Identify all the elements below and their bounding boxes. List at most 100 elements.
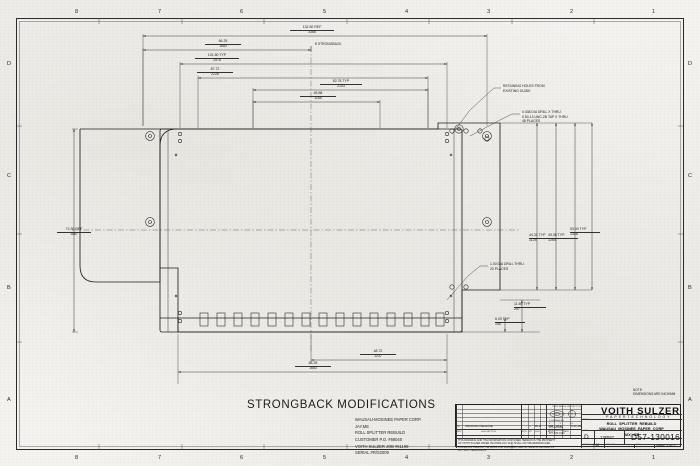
company-subtitle: PAPERTECHNOLOGY — [606, 415, 672, 419]
drawing-caption: STRONGBACK MODIFICATIONS — [247, 399, 436, 411]
rev-header-rev: REV — [457, 430, 462, 433]
sheet-number: SHEET 1 OF 5 — [656, 443, 676, 448]
leader-note-strongback-centerline: € STRONGBACK — [315, 42, 342, 46]
third-angle-projection-icon — [549, 409, 577, 419]
rev-header-description: DESCRIPTION — [481, 430, 496, 433]
rev-row-description: ORIGINAL RELEASE — [465, 424, 493, 429]
zone-label-top-7: 7 — [158, 9, 162, 15]
zone-label-bottom-6: 6 — [240, 455, 244, 461]
scan-artifact — [486, 418, 489, 419]
strongback-plate-outline — [79, 122, 501, 333]
scan-artifact-2 — [196, 318, 197, 320]
rev-header-by: BY — [529, 430, 532, 433]
rev-header-date: DATE — [563, 430, 569, 433]
rev-header-apvd: APVD — [548, 430, 554, 433]
zone-label-top-1: 1 — [652, 9, 656, 15]
rev-row-chk: JTB — [548, 424, 554, 429]
zone-label-left-D: D — [7, 61, 12, 67]
dimension-lines-left — [72, 128, 78, 333]
dimension-lines-bottom — [177, 334, 448, 384]
right-edge-hole-pairs — [444, 132, 453, 323]
dimension-lines-right — [462, 122, 593, 333]
code-label: CODE IDENT NO. — [596, 430, 614, 433]
left-edge-hole-pairs — [174, 132, 183, 323]
tol-row-0-c3: 2.5 — [570, 423, 573, 425]
sheet-note-units: NOTE: DIMENSIONS ARE INCH/MM — [633, 388, 676, 397]
zone-label-bottom-8: 8 — [75, 455, 79, 461]
dimension-lines-top — [142, 34, 488, 128]
company-name: VOITH SULZER — [601, 405, 680, 417]
zone-label-right-D: D — [688, 61, 693, 67]
plate-rails — [167, 129, 455, 332]
retaining-hole-row — [449, 128, 490, 290]
code-ident-number: 136557 — [600, 435, 614, 440]
projection-label: THIRD ANGLE PROJECTION — [552, 405, 582, 408]
scale-value: 1:18 — [593, 443, 600, 448]
corner-hole-group — [145, 124, 492, 227]
zone-label-bottom-7: 7 — [158, 455, 162, 461]
zone-label-top-2: 2 — [570, 9, 574, 15]
zone-label-left-B: B — [7, 285, 11, 291]
rev-header-ecn: ECN — [522, 430, 527, 433]
rev-row-date: 6-21-99 — [571, 424, 581, 429]
sheet-size: D — [584, 433, 589, 441]
zone-label-bottom-2: 2 — [570, 455, 574, 461]
tolerance-header: TOLERANCES — [549, 419, 564, 422]
drawing-number: D57-130016 — [631, 433, 681, 442]
zone-label-top-6: 6 — [240, 9, 244, 15]
zone-label-top-5: 5 — [323, 9, 327, 15]
zone-label-right-B: B — [688, 285, 692, 291]
job-info-block: WAUSAU-MOSINEE PAPER CORP. JAY,ME ROLL S… — [355, 417, 422, 456]
zone-label-right-C: C — [688, 173, 693, 179]
scale-label: SCALE — [583, 444, 591, 447]
zone-label-bottom-3: 3 — [487, 455, 491, 461]
border-ticks-top — [16, 18, 684, 450]
zone-label-left-A: A — [7, 397, 11, 403]
title-label: TITLE — [583, 419, 589, 422]
slot-row — [199, 312, 445, 327]
rev-row-apvd: RTK — [556, 424, 562, 429]
rev-row-by: RLH — [535, 424, 541, 429]
title-block-disclaimer: THIS DRAWING AND THE INFORMATION CONTAIN… — [458, 439, 556, 452]
leader-note-dia-drill-thru: 1.00 DIA DRILL THRU 20 PLACES — [490, 262, 524, 271]
title-block: REV DESCRIPTION ECN BY CHK APVD DATE A O… — [455, 404, 682, 452]
leader-note-drill-tap: 0.438 DIA DRILL X THRU 0.50-13 UNC-2B TA… — [522, 110, 568, 124]
drawing-title: ROLL SPLITTER REBUILD WAUSAU MOSINEE PAP… — [599, 421, 664, 437]
rev-label: REV — [636, 444, 641, 447]
rev-row-rev: A — [457, 424, 460, 429]
zone-label-bottom-5: 5 — [323, 455, 327, 461]
rev-header-chk: CHK — [535, 430, 540, 433]
tol-row-0-c1: X — [549, 423, 551, 425]
rev-row-ecn: -- — [529, 424, 531, 429]
zone-label-bottom-1: 1 — [652, 455, 656, 461]
drawing-no-label: DRAWING NO. — [626, 430, 641, 433]
zone-label-left-C: C — [7, 173, 12, 179]
tol-row-0-c2: .1 — [559, 423, 561, 425]
zone-label-top-3: 3 — [487, 9, 491, 15]
leader-lines — [310, 46, 520, 301]
zone-label-right-A: A — [688, 397, 692, 403]
zone-label-bottom-4: 4 — [405, 455, 409, 461]
zone-label-top-4: 4 — [405, 9, 409, 15]
zone-label-top-8: 8 — [75, 9, 79, 15]
weight-label: WEIGHT — [606, 444, 615, 447]
leader-note-retaining-holes: RETAINING HOLES FROM EXISTING GUIDE — [503, 84, 545, 93]
title-block-phone: 877-53-0090 877-530-0110 877-530-0120 — [549, 425, 565, 436]
size-label: SIZE — [583, 430, 588, 433]
